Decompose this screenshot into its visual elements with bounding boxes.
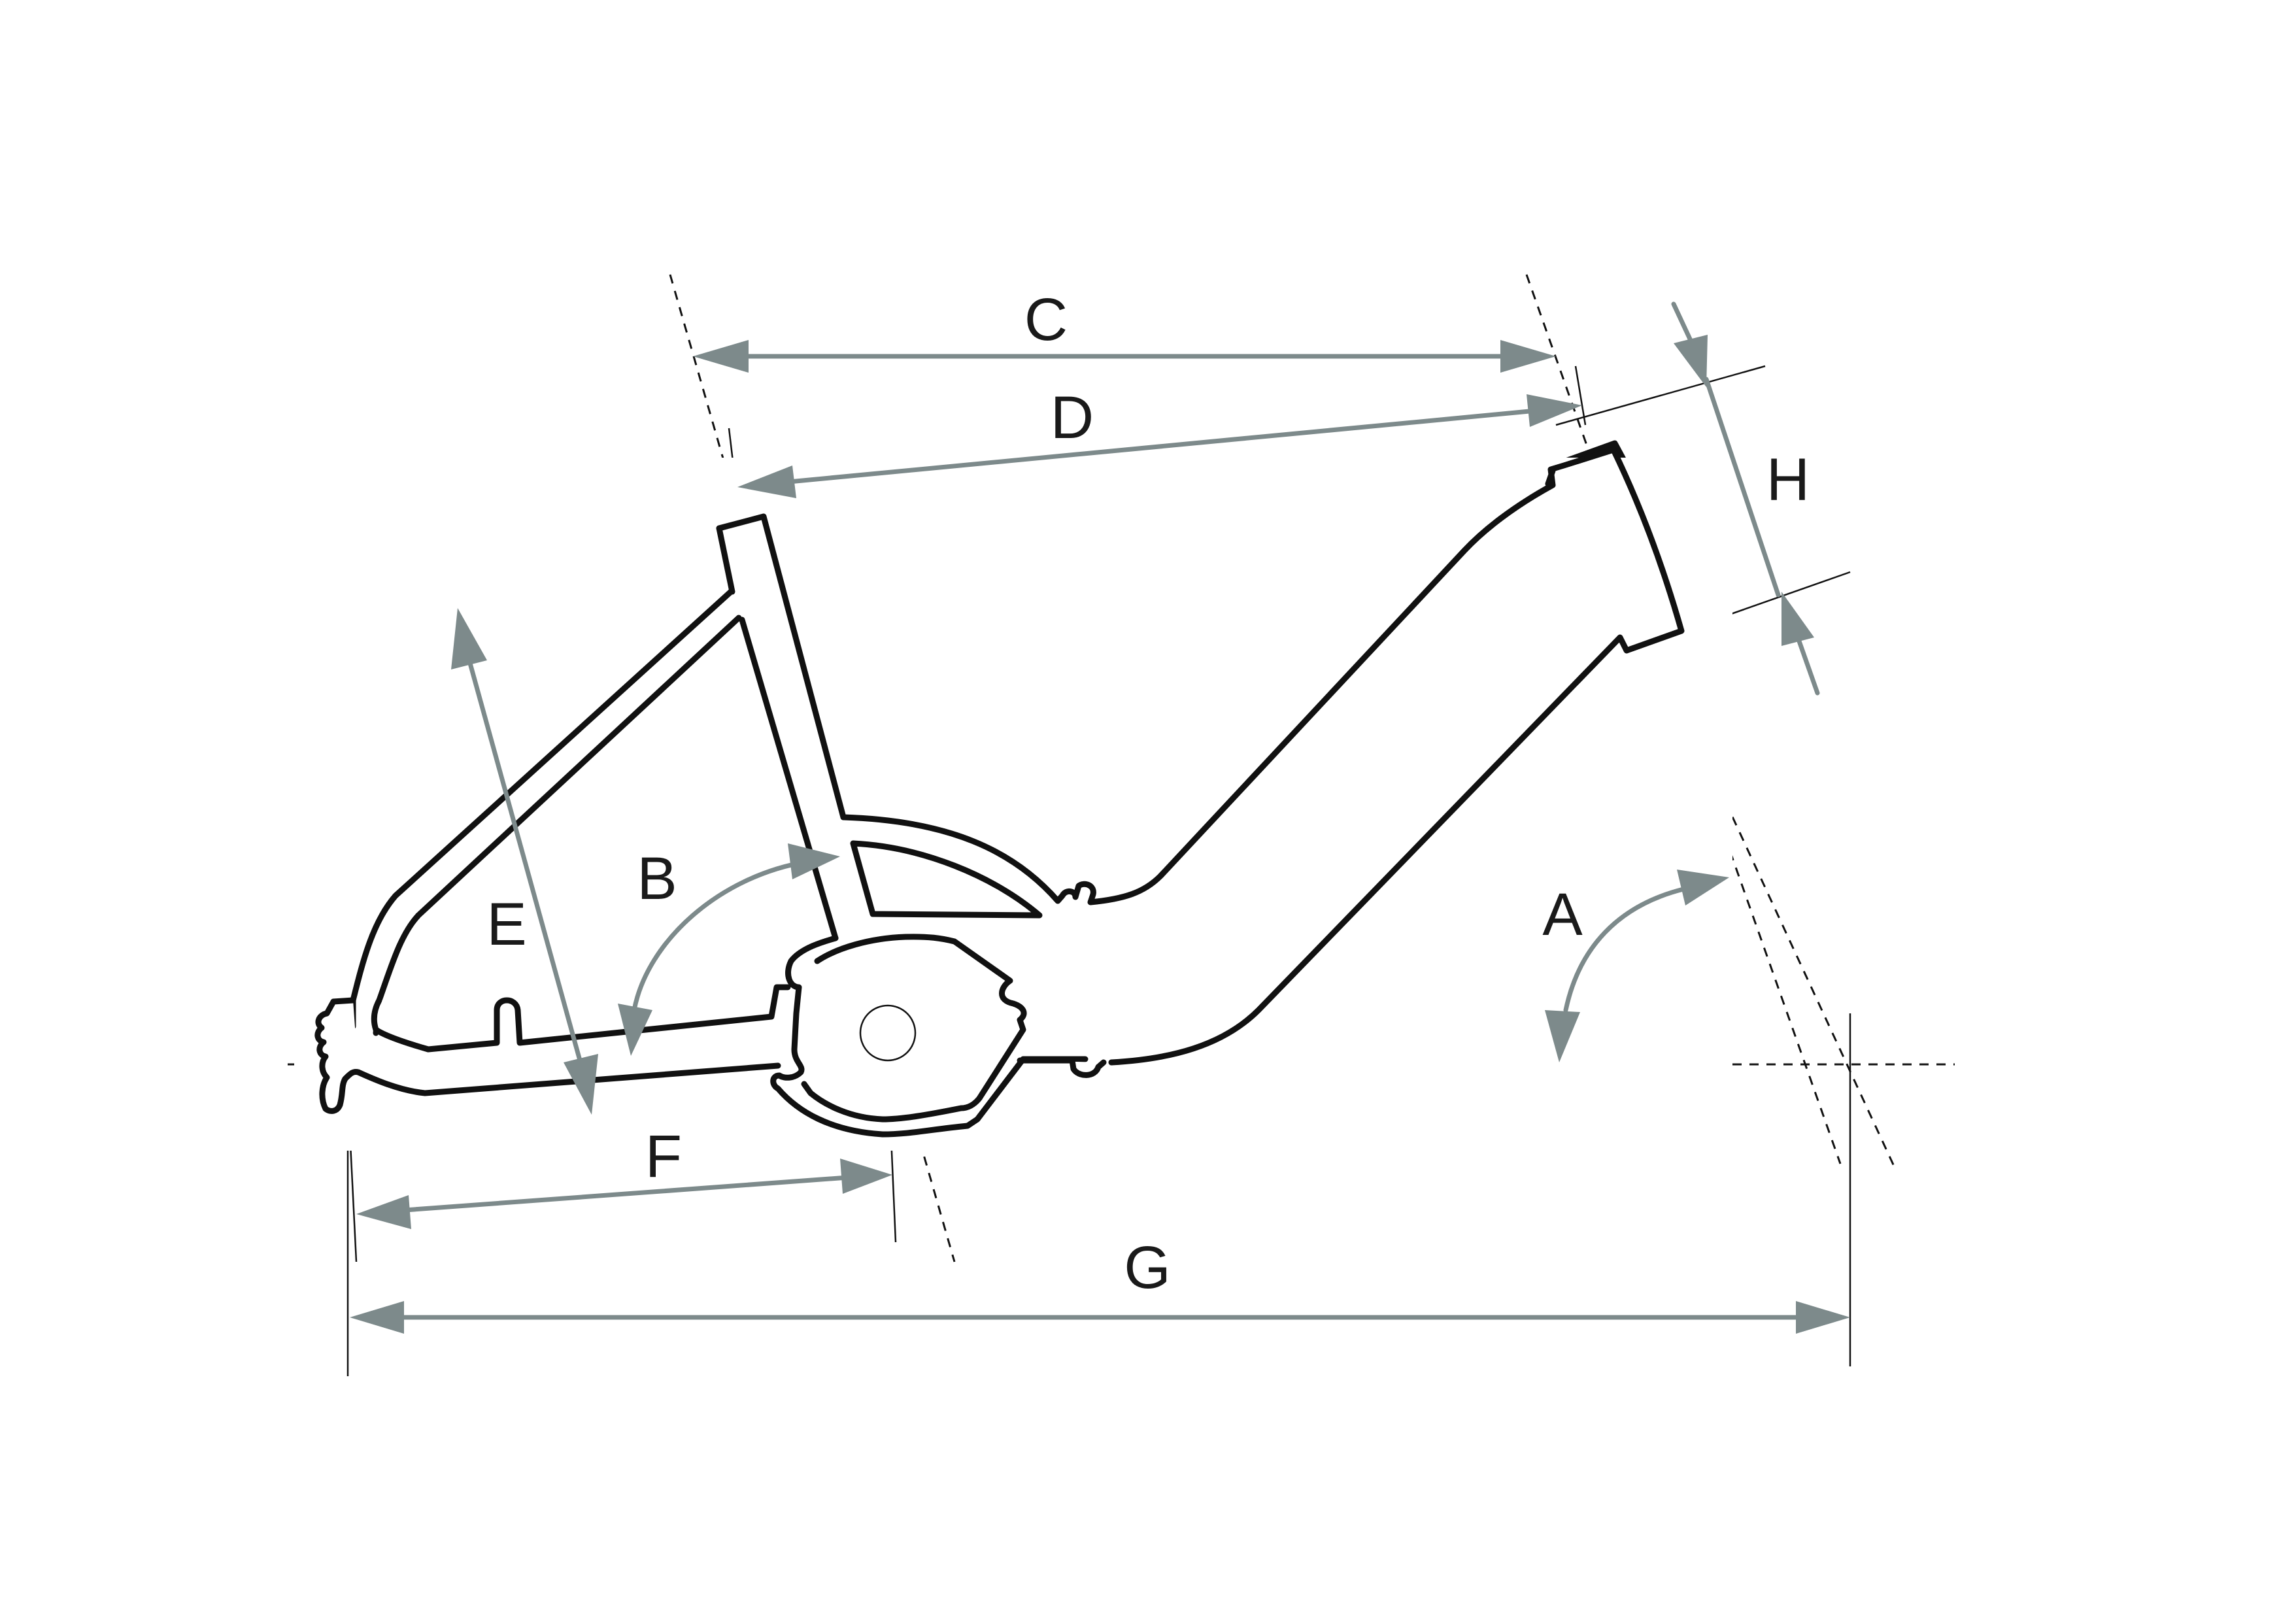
dimension-f [356,1159,892,1229]
dimension-c [693,340,1556,373]
motor-housing-top [801,934,1027,1123]
arrowhead-b-bottom [618,1004,652,1056]
arrowhead-a-top [1677,870,1729,905]
head-tube-top-line [1555,365,1766,426]
arrowhead-f-left [356,1195,411,1229]
label-h: H [1766,447,1810,513]
arrowhead-c-left [693,340,749,373]
label-d: D [1051,384,1094,451]
label-a: A [1542,881,1583,948]
frame-cutout [850,840,1043,919]
head-tube-axis-dashed [1525,274,1842,1164]
dimension-h [1671,301,1820,696]
chainstay-lower [355,1062,781,1096]
dimension-g [350,1301,1850,1334]
down-tube-upper [840,447,1685,1066]
arrowhead-h-bottom [1781,592,1814,646]
head-tube-axis-dashed-2 [1653,647,1897,1171]
frame-clean [294,447,1732,1151]
seat-tube [716,513,847,820]
chainstay-upper [371,984,791,1053]
label-g: G [1124,1234,1171,1301]
label-f: F [645,1123,682,1190]
arrowhead-f-right [840,1159,892,1194]
arrowhead-e-bottom [564,1054,598,1115]
arrowhead-b-top [788,843,840,879]
rear-dropout [314,997,362,1114]
seat-stay-inner [373,615,742,1036]
arrowhead-a-bottom [1545,1010,1580,1062]
dimension-labels: C D H B E A F G [486,286,1810,1301]
label-b: B [637,845,677,912]
dimension-arrows [350,301,1850,1334]
arrowhead-h-top [1674,335,1708,387]
seat-tube-left [716,525,839,941]
label-e: E [486,891,526,958]
label-c: C [1024,286,1068,353]
head-tube-inner [1545,447,1617,487]
dimension-a [1545,870,1729,1062]
dimension-d [737,394,1582,498]
bottom-bracket-circle [859,1004,917,1062]
down-tube-bottom-lugs [1017,1057,1107,1078]
arrowhead-c-right [1500,340,1556,373]
arrowhead-g-right [1796,1301,1850,1334]
arrowhead-g-left [350,1301,404,1334]
head-tube-solid-line [1574,365,1587,426]
arrowhead-d-left [737,465,796,498]
arrowhead-e-top [451,608,487,669]
arrowhead-d-right [1527,394,1582,427]
dimension-e [451,608,598,1115]
dimension-b [618,843,840,1056]
